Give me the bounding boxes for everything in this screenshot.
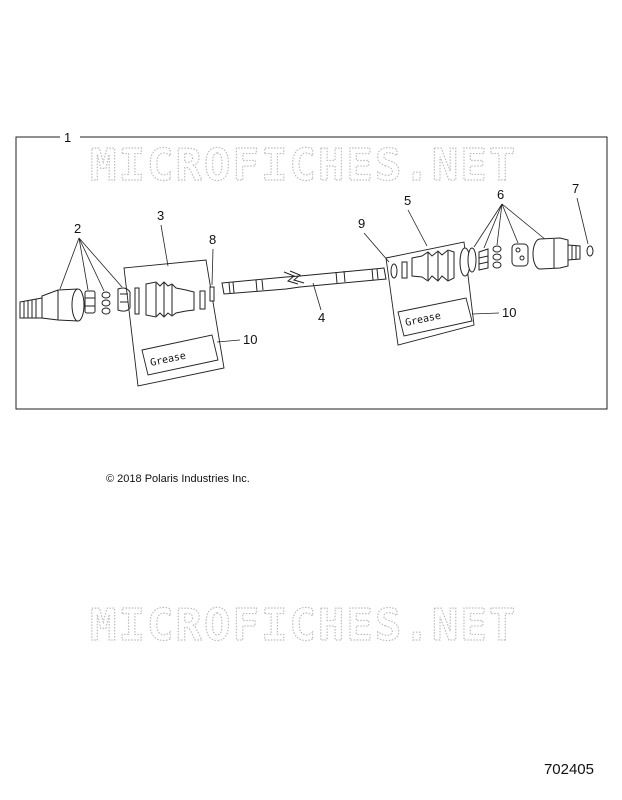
- outboard-cv-joint: [19, 288, 85, 322]
- leader-lines-6: [473, 203, 547, 249]
- grease-packet-left: Grease: [141, 334, 219, 376]
- boot-kit-left-frame: [123, 259, 225, 387]
- watermark-top: MICROFICHES.NET: [90, 140, 517, 191]
- callout-1: 1: [64, 130, 71, 145]
- leader-line-8: [211, 248, 214, 286]
- leader-line-9: [363, 232, 390, 263]
- axle-shaft: [221, 267, 387, 295]
- callout-2: 2: [74, 221, 81, 236]
- cv-joint-internals-right: [467, 243, 529, 273]
- callout-9: 9: [358, 216, 365, 231]
- boot-left: [134, 281, 206, 318]
- leader-lines-2: [59, 237, 123, 292]
- grease-packet-right: Grease: [397, 297, 473, 337]
- clip-9: [390, 263, 398, 279]
- callout-7: 7: [572, 181, 579, 196]
- callout-4: 4: [318, 310, 325, 325]
- callout-5: 5: [404, 193, 411, 208]
- boot-kit-right-frame: [385, 241, 475, 346]
- assembly-frame: [15, 136, 608, 410]
- watermark-bottom: MICROFICHES.NET: [90, 600, 517, 651]
- boot-right: [401, 247, 471, 282]
- circlip-7: [586, 245, 594, 257]
- callout-10-left: 10: [243, 332, 257, 347]
- callout-8: 8: [209, 232, 216, 247]
- clip-8: [209, 286, 215, 302]
- leader-line-5: [407, 209, 428, 247]
- leader-line-3: [160, 224, 169, 267]
- cv-joint-internals-left: [84, 287, 131, 315]
- callout-10-right: 10: [502, 305, 516, 320]
- leader-line-10-left: [216, 339, 241, 343]
- copyright-notice: © 2018 Polaris Industries Inc.: [106, 473, 250, 485]
- callout-6: 6: [497, 187, 504, 202]
- leader-line-7: [576, 197, 589, 245]
- callout-3: 3: [157, 208, 164, 223]
- leader-line-10-right: [471, 312, 500, 315]
- inboard-cv-housing: [532, 237, 581, 270]
- figure-number: 702405: [543, 761, 594, 778]
- leader-line-4: [312, 282, 322, 311]
